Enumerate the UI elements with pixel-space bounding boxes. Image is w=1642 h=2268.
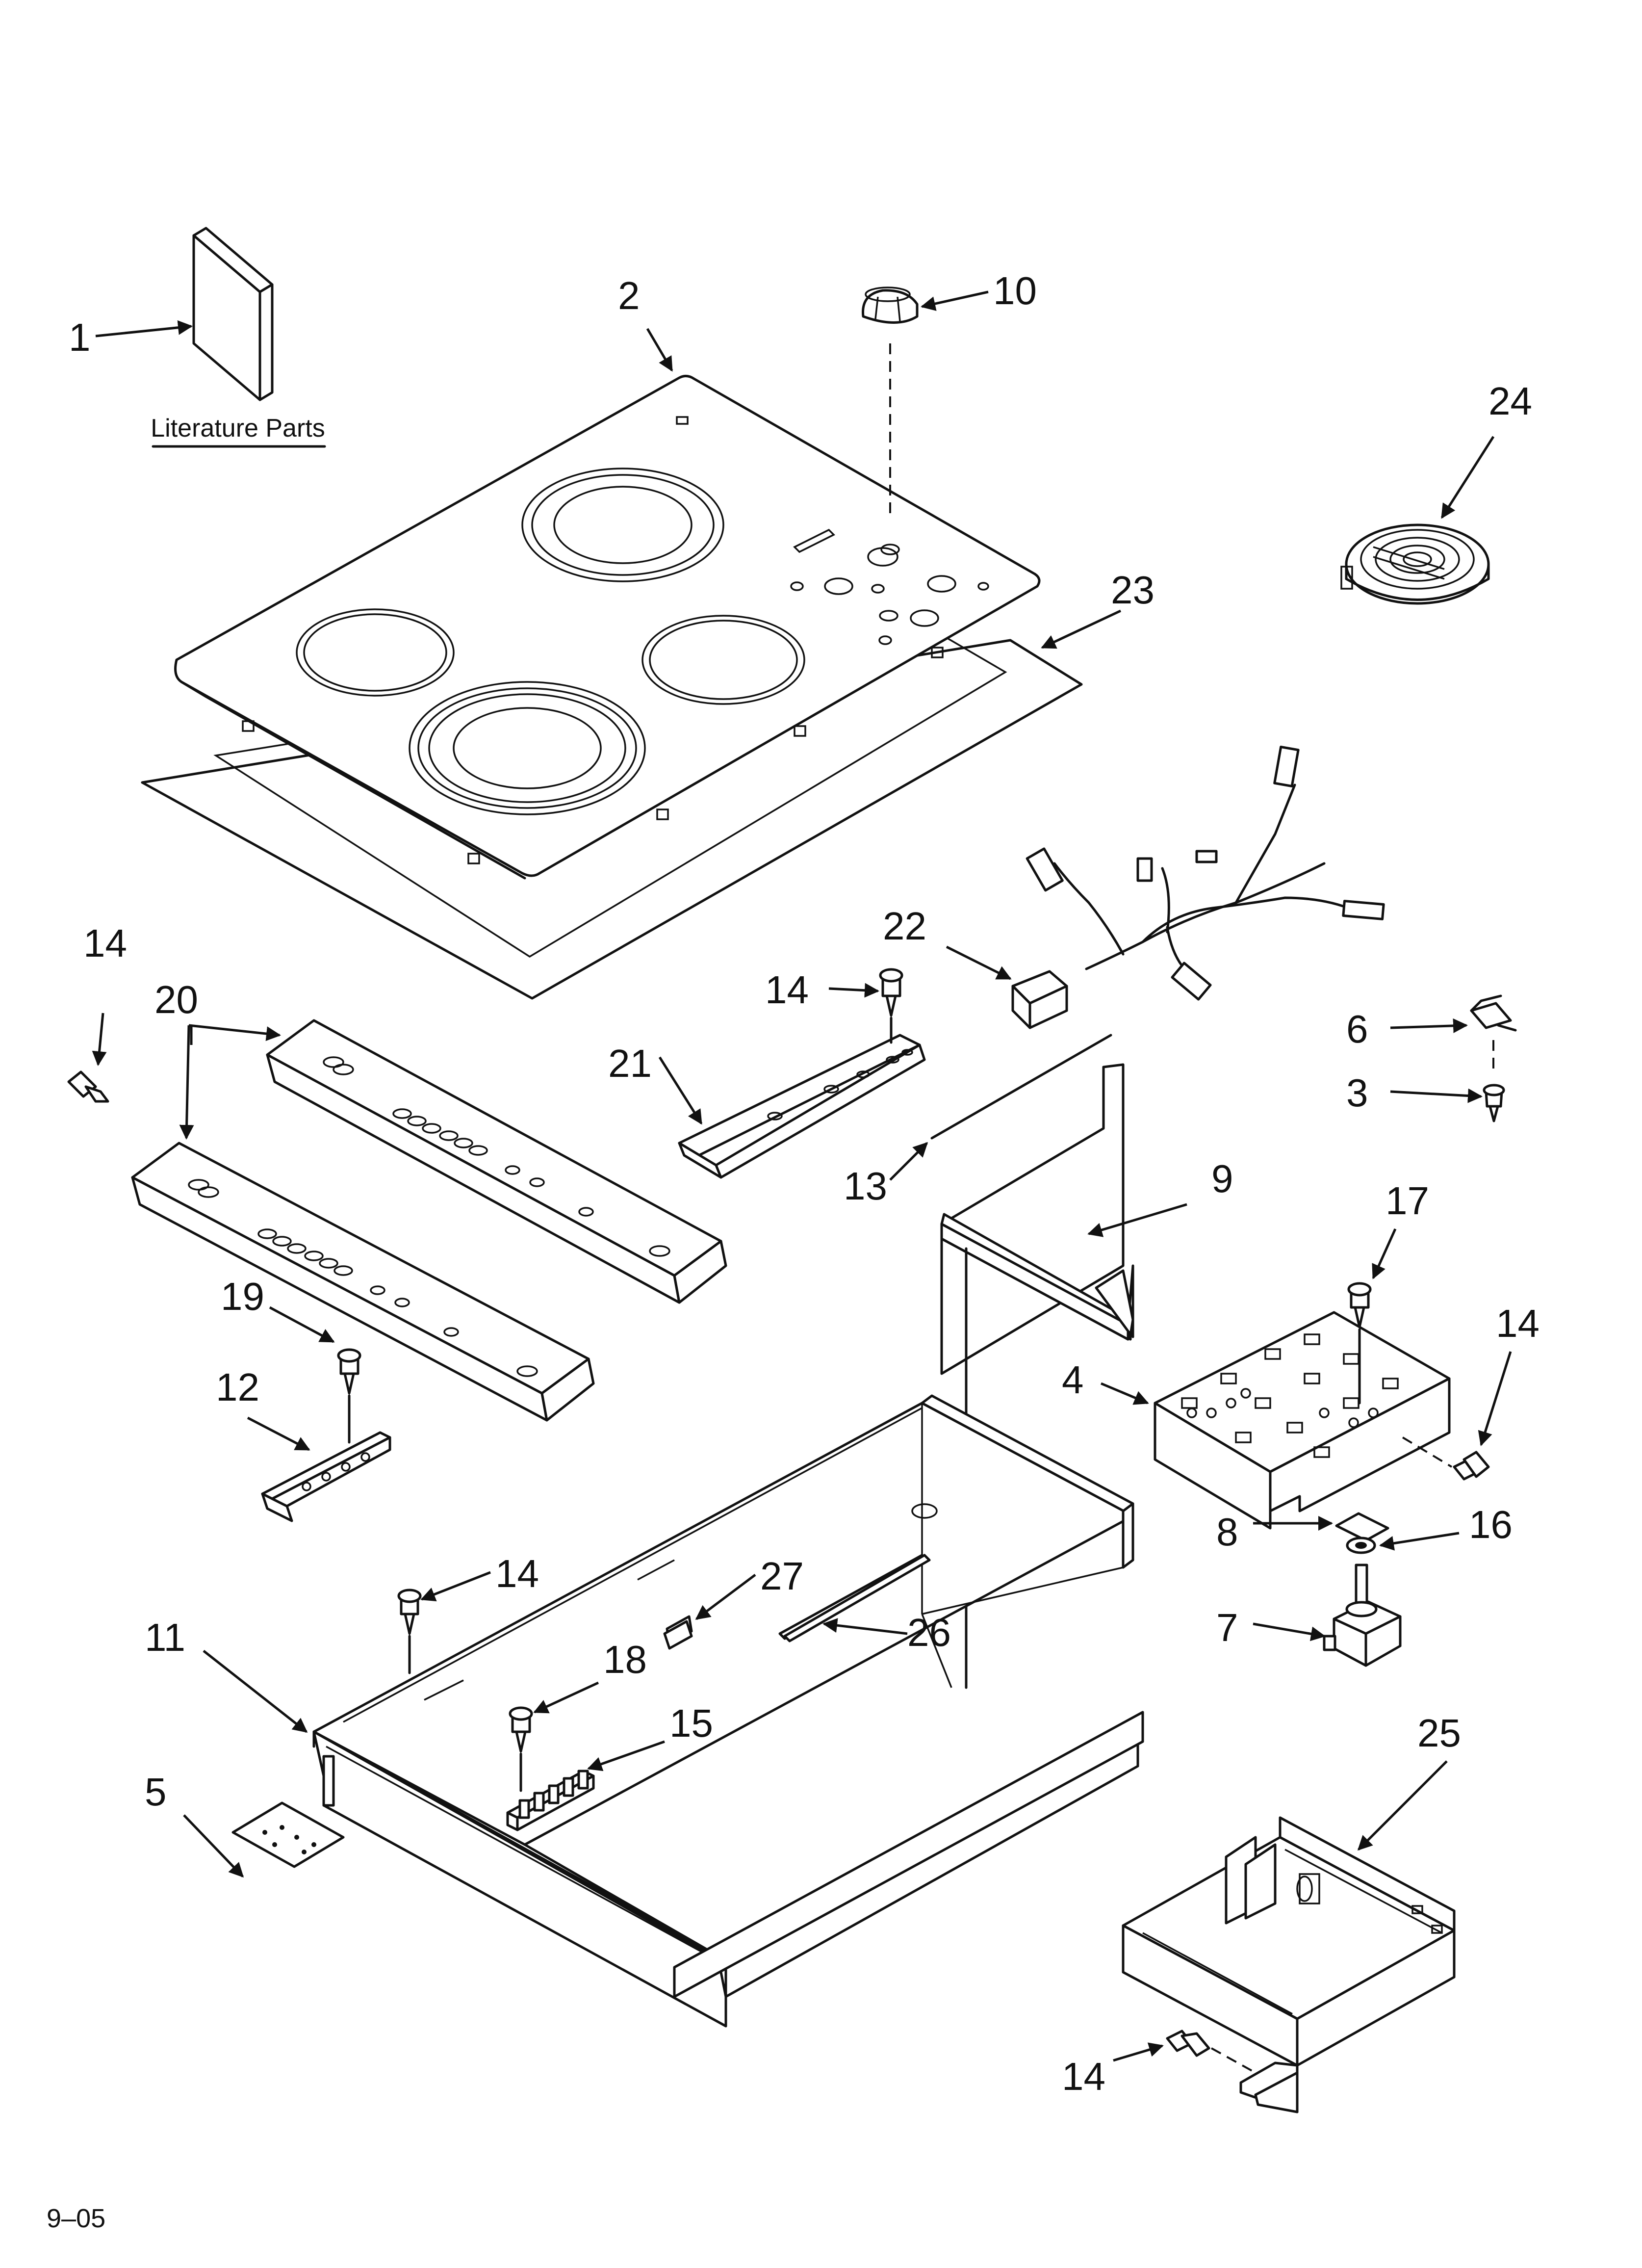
callout-22: 22 [883,904,926,948]
screw-left [67,1070,109,1103]
callout-14-left: 14 [83,921,127,965]
grommet [1346,1537,1376,1554]
leader-lines [92,290,1512,2062]
callout-15: 15 [669,1701,713,1745]
support-bracket [940,1063,1134,1375]
callout-2: 2 [618,274,640,317]
callout-6: 6 [1346,1007,1368,1051]
callout-1: 1 [69,315,91,359]
callout-14-right: 14 [1496,1302,1539,1345]
callout-20: 20 [154,978,198,1021]
wire-harness [1011,745,1385,1029]
callout-3: 3 [1346,1071,1368,1115]
callout-24: 24 [1488,379,1532,423]
callout-12: 12 [216,1365,259,1409]
callout-18: 18 [603,1638,647,1681]
callout-14-box: 14 [495,1552,539,1595]
glass-cooktop [174,375,1041,880]
callout-8: 8 [1216,1510,1238,1554]
switch [1323,1564,1402,1667]
screw-right-guide [1402,1436,1453,1468]
callout-19: 19 [221,1275,264,1318]
element-mount-plate [1154,1311,1451,1530]
knob [862,287,919,324]
callout-17: 17 [1385,1179,1429,1223]
terminal-bracket [261,1431,391,1522]
callout-7: 7 [1216,1606,1238,1649]
callout-4: 4 [1062,1358,1084,1402]
callout-5: 5 [145,1770,167,1814]
callout-14-housing: 14 [1062,2055,1105,2098]
terminal-block [506,1770,595,1831]
label-plate [663,1620,693,1650]
screw-right [1453,1451,1490,1481]
screw-bracket-19 [337,1348,361,1395]
box-front-side [322,1755,335,1807]
screw-housing-guide [1211,2047,1256,2074]
mounting-bracket-rear [266,1019,727,1304]
callout-labels: 1 2 3 4 5 6 7 8 9 10 11 12 13 14 14 14 1… [69,269,1539,2098]
mounting-bracket-front [131,1142,595,1422]
callout-23: 23 [1111,568,1155,612]
callout-26: 26 [907,1611,951,1654]
screw-terminal [509,1706,533,1753]
mounting-plate [231,1801,345,1868]
clip [1470,994,1517,1032]
pad [1335,1512,1389,1542]
rod [930,1034,1112,1140]
screw-plate [1347,1282,1372,1329]
screw-housing [1166,2030,1210,2057]
control-housing [1122,1816,1456,2113]
footer-code: 9–05 [47,2204,105,2233]
callout-21: 21 [608,1042,652,1085]
callout-25: 25 [1417,1711,1461,1755]
callout-27: 27 [760,1554,804,1598]
small-screw [1483,1084,1505,1122]
callout-9: 9 [1211,1157,1233,1200]
callout-13: 13 [844,1164,887,1208]
callout-10: 10 [993,269,1037,313]
callout-11: 11 [145,1616,185,1659]
literature-parts-label: Literature Parts [151,414,325,443]
burner-box [312,1394,1144,2028]
small-bracket [678,1034,926,1179]
screw-box [397,1589,422,1635]
literature-booklet [192,227,274,401]
screw-upper [879,968,903,1017]
callout-14-upper: 14 [765,968,809,1012]
callout-16: 16 [1469,1503,1513,1546]
insulation-strip [783,1554,931,1642]
surface-element [1340,523,1490,605]
